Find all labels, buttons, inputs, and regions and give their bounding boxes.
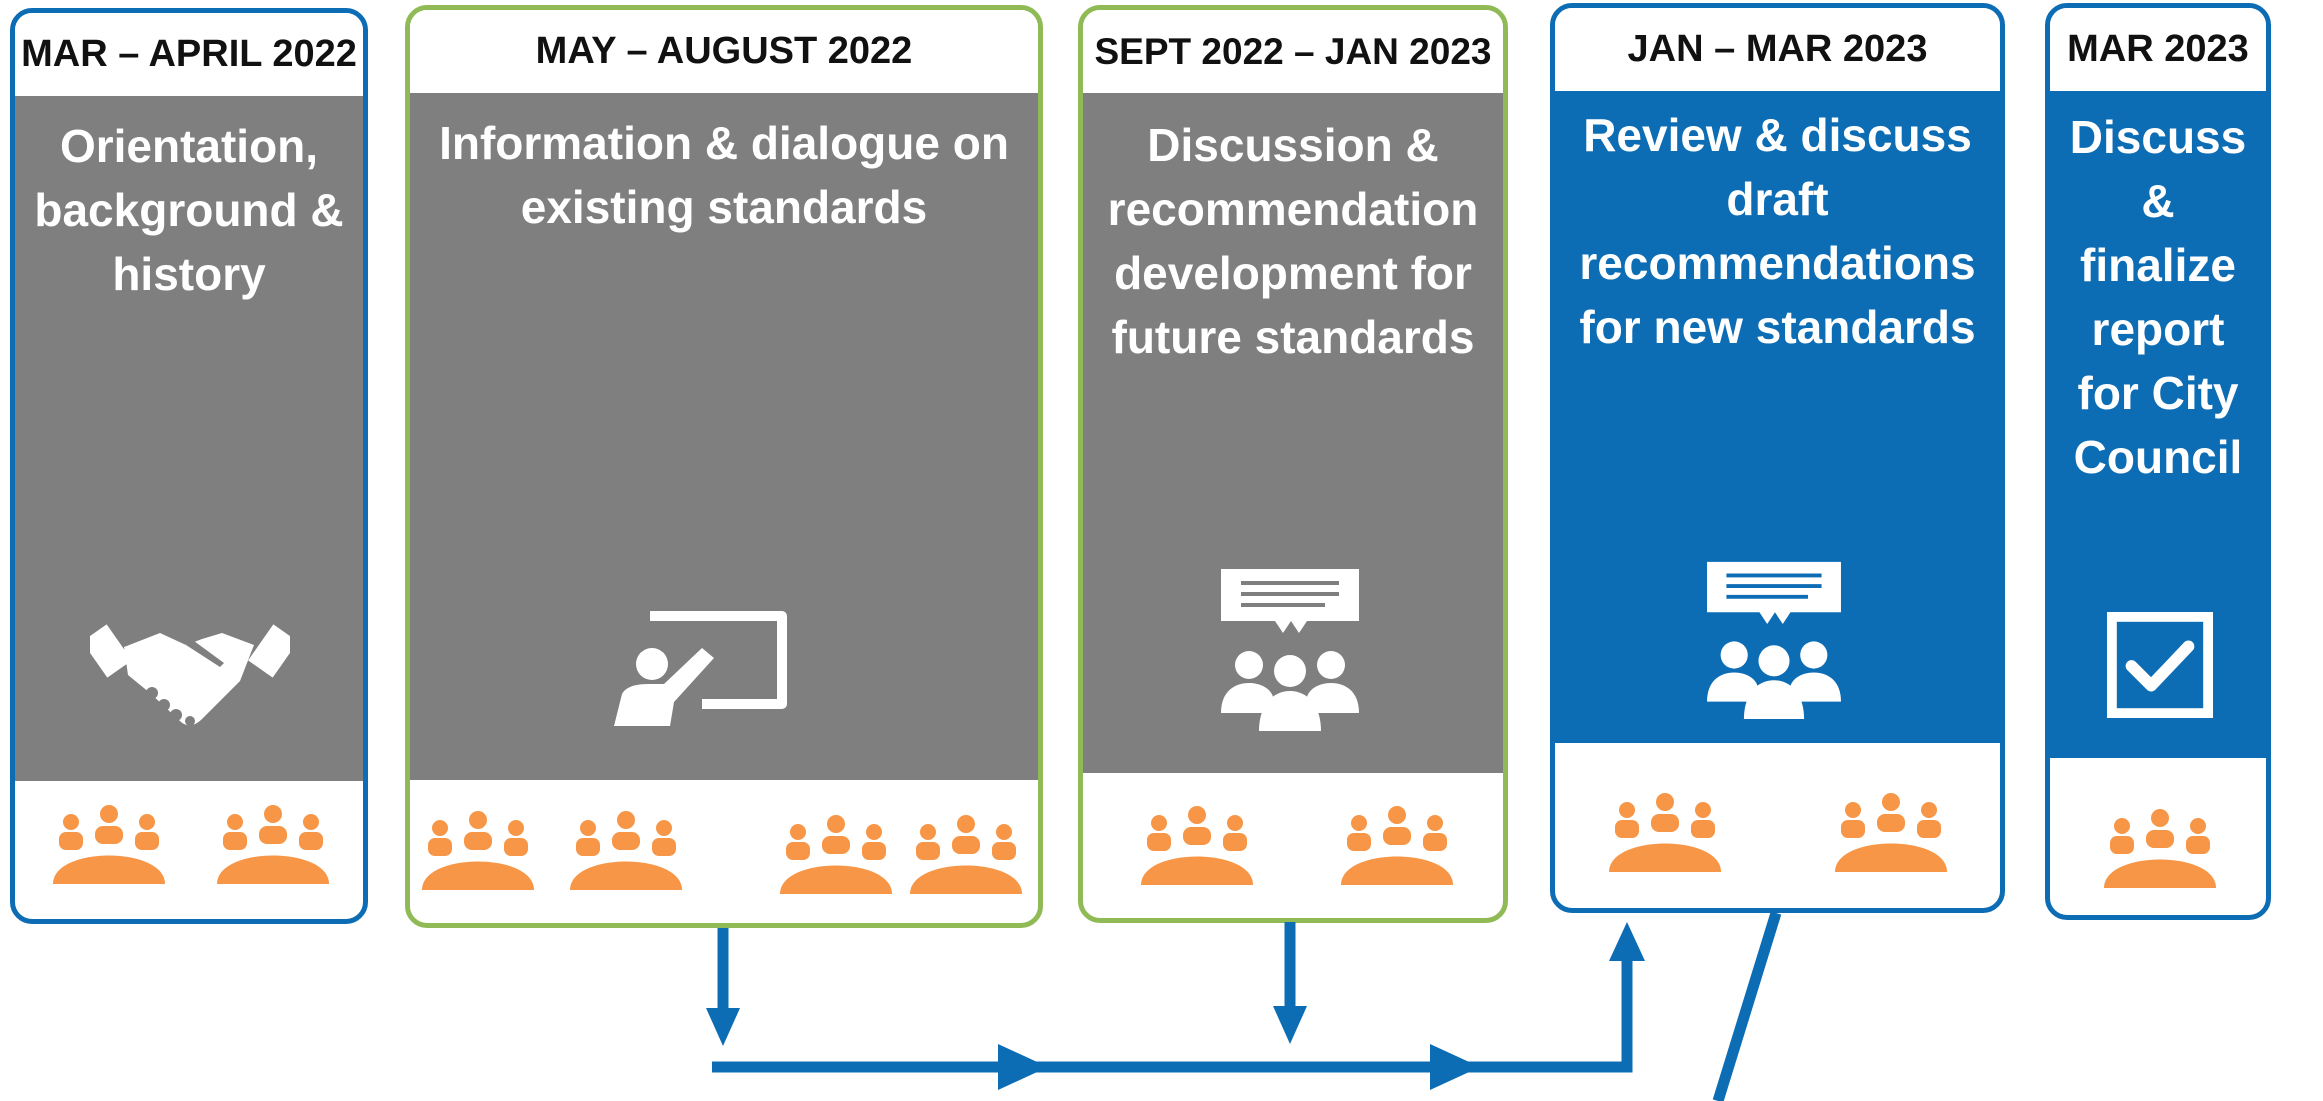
- phase-body: Discussion & recommendation development …: [1083, 93, 1503, 773]
- meeting-table-icon: [1609, 793, 1721, 872]
- group-discussion-icon: [1221, 569, 1359, 731]
- meeting-table-icon: [2104, 809, 2216, 888]
- meeting-table-icon: [570, 811, 682, 890]
- phase-1: MAR – APRIL 2022 Orientation, background…: [10, 8, 368, 924]
- phase-title: Orientation, background & history: [34, 120, 344, 300]
- checkbox-icon: [2106, 611, 2214, 719]
- meeting-icons: [1555, 738, 2000, 908]
- phase-title: Information & dialogue on existing stand…: [439, 117, 1009, 233]
- meeting-table-icon: [1835, 793, 1947, 872]
- meeting-icons: [2050, 758, 2266, 915]
- meeting-icons: [410, 770, 1038, 923]
- handshake-icon: [90, 624, 290, 726]
- arrow-down-2-head: [1273, 1006, 1307, 1044]
- phase-date: MAR 2023: [2050, 8, 2266, 91]
- phase-body: Review & discuss draft recommendations f…: [1555, 91, 2000, 743]
- phase-title: Discuss & finalize report for City Counc…: [2069, 111, 2247, 483]
- meeting-icons: [1083, 765, 1503, 918]
- phase-body: Discuss & finalize report for City Counc…: [2050, 91, 2266, 758]
- flow-line: [712, 955, 1633, 1073]
- group-discussion-icon: [1707, 561, 1841, 720]
- phase-body: Orientation, background & history: [15, 96, 363, 781]
- arrow-up-head: [1609, 922, 1645, 961]
- phase-2: MAY – AUGUST 2022 Information & dialogue…: [405, 5, 1043, 928]
- phase-3: SEPT 2022 – JAN 2023 Discussion & recomm…: [1078, 5, 1508, 923]
- meeting-table-icon: [1341, 806, 1453, 885]
- arrow-down-1-head: [706, 1008, 740, 1046]
- phase-title: Review & discuss draft recommendations f…: [1579, 109, 1976, 353]
- arrow-out-shaft: [1712, 911, 1782, 1101]
- phase-title: Discussion & recommendation development …: [1107, 119, 1479, 363]
- meeting-table-icon: [53, 805, 165, 884]
- phase-5: MAR 2023 Discuss & finalize report for C…: [2045, 3, 2271, 920]
- phase-date: MAY – AUGUST 2022: [410, 10, 1038, 93]
- meeting-table-icon: [780, 815, 892, 894]
- meeting-table-icon: [422, 811, 534, 890]
- phase-4: JAN – MAR 2023 Review & discuss draft re…: [1550, 3, 2005, 913]
- phase-body: Information & dialogue on existing stand…: [410, 93, 1038, 780]
- meeting-table-icon: [910, 815, 1022, 894]
- phase-date: JAN – MAR 2023: [1555, 8, 2000, 91]
- phase-date: SEPT 2022 – JAN 2023: [1083, 10, 1503, 93]
- arrow-right-1-head: [998, 1044, 1048, 1090]
- presentation-icon: [614, 611, 787, 726]
- phase-date: MAR – APRIL 2022: [15, 13, 363, 96]
- arrow-right-2-head: [1430, 1044, 1480, 1090]
- meeting-table-icon: [1141, 806, 1253, 885]
- meeting-table-icon: [217, 805, 329, 884]
- meeting-icons: [15, 764, 363, 919]
